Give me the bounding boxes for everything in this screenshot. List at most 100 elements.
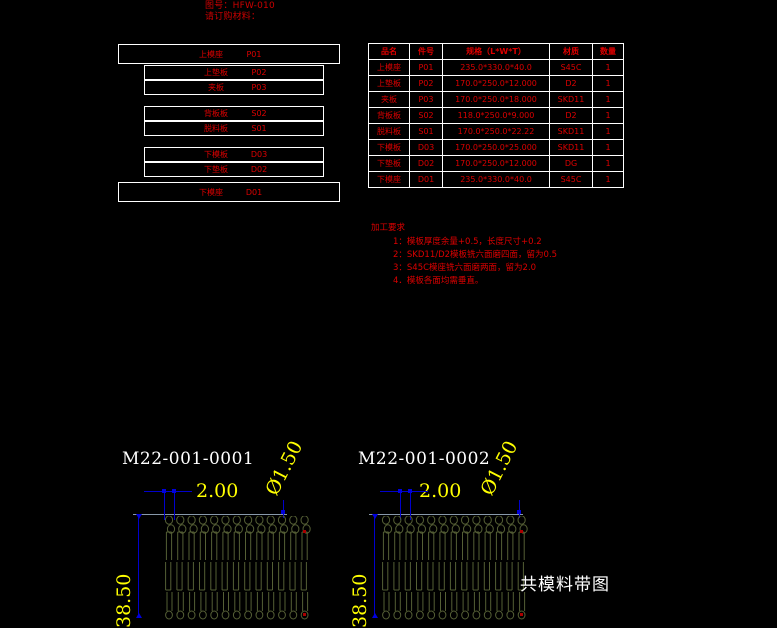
die-plate-code: D01 [245, 187, 263, 197]
strip-reference-line [133, 514, 287, 515]
bom-cell-material: SKD11 [549, 139, 593, 156]
bom-cell-name: 夹板 [368, 91, 410, 108]
strip-hole-diameter-dimension: Ø1.50 [261, 437, 308, 499]
strip-height-arrow-bottom [136, 613, 142, 618]
strip-height-extension-line [374, 514, 375, 618]
strip-height-arrow-bottom [372, 613, 378, 618]
die-plate-code: D03 [250, 150, 268, 159]
strip-diameter-marker [281, 510, 285, 514]
bom-cell-qty: 1 [592, 123, 624, 140]
bom-cell-part: P02 [409, 75, 443, 92]
bom-cell-spec: 235.0*330.0*40.0 [442, 171, 550, 188]
bom-header-row: 品名 件号 规格（L*W*T） 材质 数量 [368, 43, 624, 60]
bom-cell-name: 下模座 [368, 171, 410, 188]
die-plate-label: 上模座 [199, 49, 223, 59]
bom-cell-part: S01 [409, 123, 443, 140]
bom-cell-qty: 1 [592, 171, 624, 188]
bom-cell-part: D02 [409, 155, 443, 172]
strip-height-dimension: 38.50 [349, 573, 371, 628]
processing-requirement-item: 3：S45C模座铣六面磨两面，留为2.0 [393, 263, 537, 273]
bom-cell-name: 上垫板 [368, 75, 410, 92]
bom-cell-name: 脱料板 [368, 123, 410, 140]
strip-pitch-tick-right [172, 489, 176, 493]
bom-cell-spec: 170.0*250.0*22.22 [442, 123, 550, 140]
strip-pitch-extension-line-right [174, 490, 175, 520]
bom-cell-spec: 235.0*330.0*40.0 [442, 59, 550, 76]
material-order-note: 请订购材料： [205, 12, 261, 22]
drawing-header-note: 图号：HFW-010 请订购材料： [205, 1, 275, 23]
die-plate-p02: 上垫板 P02 [144, 65, 324, 80]
bom-cell-name: 上模座 [368, 59, 410, 76]
strip-pitch-dimension-line [144, 491, 192, 492]
bom-cell-qty: 1 [592, 155, 624, 172]
strip-pitch-tick-left [162, 489, 166, 493]
processing-requirements-title: 加工要求 [371, 223, 406, 233]
die-plate-d02: 下垫板 D02 [144, 162, 324, 177]
bom-cell-qty: 1 [592, 75, 624, 92]
bom-header-material: 材质 [549, 43, 593, 60]
strip-height-dimension: 38.50 [113, 573, 135, 628]
die-plate-label: 下模座 [199, 187, 223, 197]
bom-cell-material: D2 [549, 107, 593, 124]
bom-cell-spec: 170.0*250.0*18.000 [442, 91, 550, 108]
bom-cell-name: 下垫板 [368, 155, 410, 172]
strip-pitch-extension-line-left [400, 490, 401, 520]
die-plate-code: P02 [251, 68, 267, 77]
die-plate-label: 上垫板 [204, 68, 228, 77]
strip-diameter-leader-line [519, 500, 520, 518]
bom-cell-material: SKD11 [549, 91, 593, 108]
bom-cell-part: P01 [409, 59, 443, 76]
lead-frame-strip-pattern [164, 516, 311, 620]
strip-height-arrow-top [136, 514, 142, 519]
die-plate-code: D02 [250, 165, 268, 174]
strip-part-number: M22-001-0002 [358, 449, 491, 469]
bom-cell-name: 背板板 [368, 107, 410, 124]
die-plate-code: S02 [251, 109, 267, 118]
die-plate-code: S01 [251, 124, 267, 133]
bom-cell-qty: 1 [592, 59, 624, 76]
strip-diameter-marker [517, 510, 521, 514]
lead-frame-strip-pattern [381, 516, 528, 620]
bom-cell-spec: 170.0*250.0*25.000 [442, 139, 550, 156]
bom-cell-qty: 1 [592, 139, 624, 156]
bom-cell-part: D03 [409, 139, 443, 156]
strip-pitch-extension-line-left [164, 490, 165, 520]
strip-pitch-extension-line-right [410, 490, 411, 520]
bom-cell-part: D01 [409, 171, 443, 188]
bom-header-name: 品名 [368, 43, 410, 60]
drawing-number: 图号：HFW-010 [205, 1, 275, 11]
processing-requirement-item: 4．模板各面均需垂直。 [393, 276, 484, 286]
bom-cell-spec: 170.0*250.0*12.000 [442, 155, 550, 172]
die-plate-d01: 下模座 D01 [118, 182, 340, 202]
bom-cell-material: S45C [549, 171, 593, 188]
bom-cell-spec: 118.0*250.0*9.000 [442, 107, 550, 124]
strip-height-extension-line [138, 514, 139, 618]
strip-pitch-dimension-line [380, 491, 428, 492]
bom-cell-material: D2 [549, 75, 593, 92]
die-plate-label: 下垫板 [204, 165, 228, 174]
bom-cell-name: 下模板 [368, 139, 410, 156]
strip-part-number: M22-001-0001 [122, 449, 255, 469]
bom-cell-spec: 170.0*250.0*12.000 [442, 75, 550, 92]
strip-height-arrow-top [372, 514, 378, 519]
bom-header-part: 件号 [409, 43, 443, 60]
bom-cell-part: S02 [409, 107, 443, 124]
die-plate-label: 夹板 [208, 83, 224, 92]
bom-cell-qty: 1 [592, 107, 624, 124]
